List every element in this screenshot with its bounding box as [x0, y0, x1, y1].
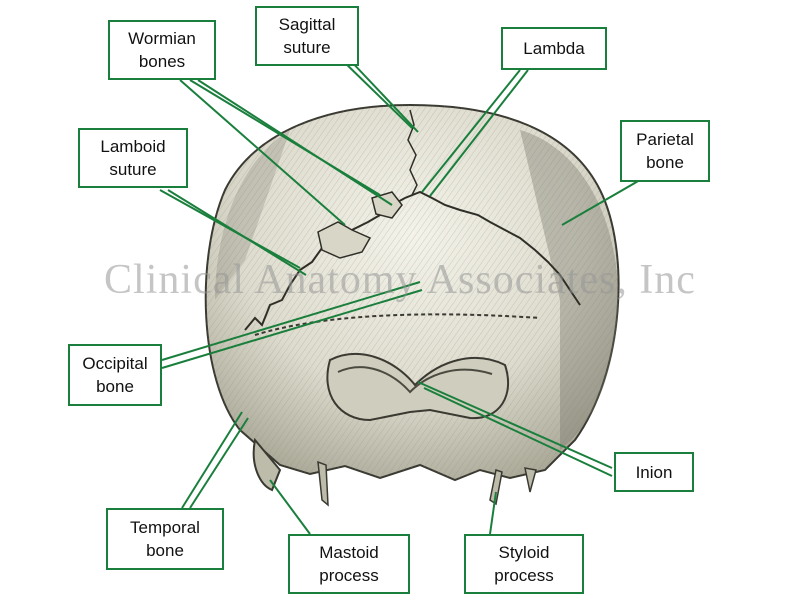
sagittal-suture-line [407, 109, 418, 196]
label-mastoid-process: Mastoid process [288, 534, 410, 594]
label-lambda: Lambda [501, 27, 607, 70]
label-sagittal-suture: Sagittal suture [255, 6, 359, 66]
label-inion: Inion [614, 452, 694, 492]
label-temporal-bone: Temporal bone [106, 508, 224, 570]
mastoid-leader [269, 479, 311, 535]
wormian-leader [179, 79, 346, 226]
nuchal-line [254, 313, 541, 336]
leader-lines [159, 57, 641, 535]
mastoid-process [252, 437, 282, 492]
temporal-leader [181, 411, 243, 509]
sagittal-leader [339, 57, 413, 129]
wormian-bone-shape [317, 221, 372, 259]
styloid-process [489, 469, 503, 506]
label-occipital-bone: Occipital bone [68, 344, 162, 406]
label-styloid-process: Styloid process [464, 534, 584, 594]
label-wormian-bones: Wormian bones [108, 20, 216, 80]
label-parietal-bone: Parietal bone [620, 120, 710, 182]
styloid-leader [489, 491, 497, 535]
occipital-leader [161, 281, 421, 361]
label-lamboid-suture: Lamboid suture [78, 128, 188, 188]
parietal-leader [561, 179, 641, 226]
lambda-leader [421, 69, 521, 193]
inion-leader [417, 381, 613, 469]
